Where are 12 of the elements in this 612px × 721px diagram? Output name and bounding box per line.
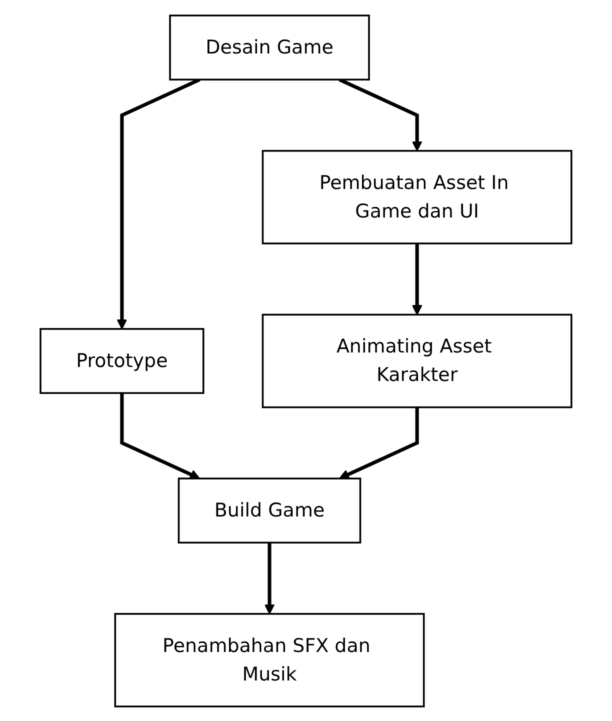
node-box: Desain Game [169, 14, 370, 80]
node-box: Pembuatan Asset In Game dan UI [262, 149, 572, 244]
arrow [412, 242, 422, 315]
arrow [120, 392, 200, 479]
arrow [338, 78, 422, 151]
arrow [338, 406, 419, 479]
arrow [264, 542, 275, 614]
node-box: Animating Asset Karakter [262, 313, 572, 408]
node-box: Prototype [40, 328, 204, 394]
node-box: Build Game [178, 477, 362, 544]
node-box: Penambahan SFX dan Musik [114, 612, 425, 707]
arrow [116, 78, 200, 329]
